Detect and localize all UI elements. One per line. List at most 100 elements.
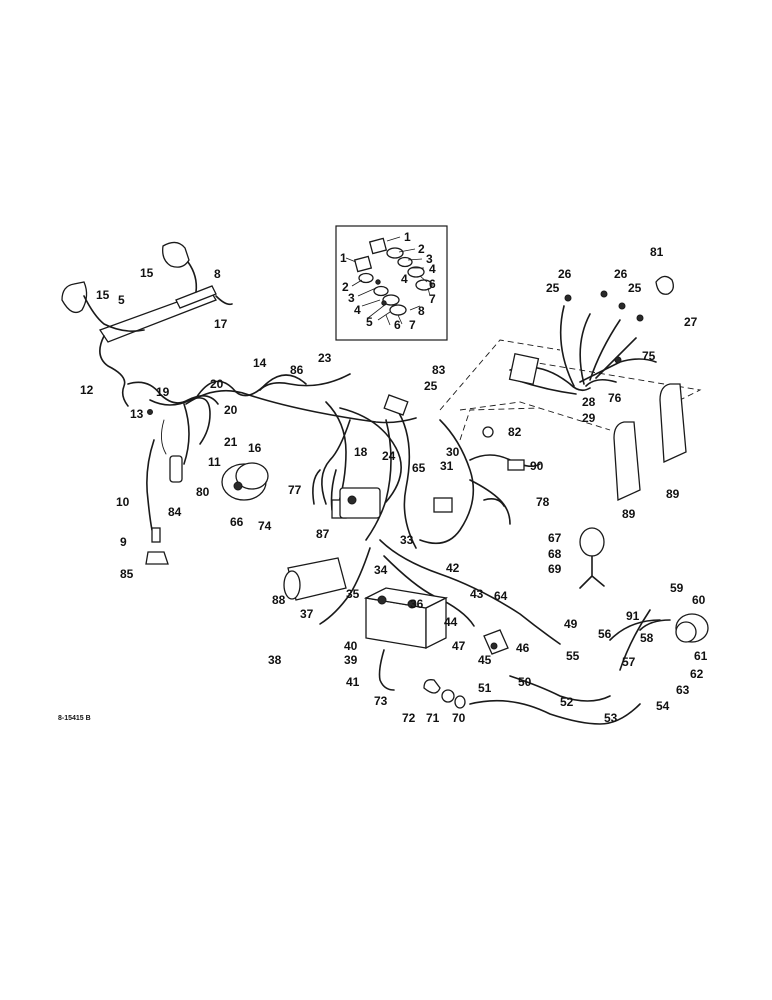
battery: [363, 587, 449, 650]
inset-callout-1b: 1: [340, 251, 347, 265]
callout-47: 47: [452, 639, 466, 653]
inset-callout-3b: 3: [348, 291, 355, 305]
callout-24: 24: [382, 449, 396, 463]
callout-87: 87: [316, 527, 330, 541]
callout-40: 40: [344, 639, 358, 653]
callout-55: 55: [566, 649, 580, 663]
callout-10: 10: [116, 495, 130, 509]
dashed-reference-lines: [439, 339, 702, 441]
rear-wiring: [469, 609, 671, 725]
callout-37: 37: [300, 607, 314, 621]
callout-54: 54: [656, 699, 670, 713]
tail-lamp: [675, 613, 709, 643]
callout-35: 35: [346, 587, 360, 601]
callout-9: 9: [120, 535, 127, 549]
inset-callout-6b: 6: [394, 318, 401, 332]
callout-36: 36: [410, 597, 424, 611]
inset-callout-4b: 4: [401, 272, 408, 286]
voltage-regulator: [339, 487, 381, 519]
flood-lamp: [579, 527, 605, 589]
callout-52: 52: [560, 695, 574, 709]
reference-code: 8-15415 B: [58, 715, 91, 722]
callout-18: 18: [354, 445, 368, 459]
callout-91: 91: [626, 609, 640, 623]
callout-26b: 26: [614, 267, 628, 281]
callout-73: 73: [374, 694, 388, 708]
callout-56: 56: [598, 627, 612, 641]
callout-25b: 25: [546, 281, 560, 295]
callout-53: 53: [604, 711, 618, 725]
callout-38: 38: [268, 653, 282, 667]
callout-89a: 89: [622, 507, 636, 521]
callout-58: 58: [640, 631, 654, 645]
inset-callout-4a: 4: [429, 262, 436, 276]
callout-30: 30: [446, 445, 460, 459]
callout-44: 44: [444, 615, 458, 629]
callout-11: 11: [208, 455, 221, 469]
callout-67: 67: [548, 531, 562, 545]
callout-74: 74: [258, 519, 272, 533]
callout-71: 71: [426, 711, 440, 725]
callout-45: 45: [478, 653, 492, 667]
inset-callout-2b: 2: [342, 280, 349, 294]
battery-cable: [378, 649, 395, 691]
callout-68: 68: [548, 547, 562, 561]
starter-motor: [283, 557, 347, 601]
callout-50: 50: [518, 675, 532, 689]
callout-41: 41: [346, 675, 360, 689]
callout-77: 77: [288, 483, 302, 497]
callout-46: 46: [516, 641, 530, 655]
callout-85: 85: [120, 567, 134, 581]
inset-callout-2a: 2: [418, 242, 425, 256]
headlamp-assembly: [61, 241, 233, 407]
callout-59: 59: [670, 581, 684, 595]
inset-callout-8: 8: [418, 304, 425, 318]
callout-39: 39: [344, 653, 358, 667]
callout-33: 33: [400, 533, 414, 547]
callout-61: 61: [694, 649, 708, 663]
callout-76: 76: [608, 391, 622, 405]
callout-20a: 20: [210, 377, 224, 391]
callout-90: 90: [530, 459, 544, 473]
callout-31: 31: [440, 459, 454, 473]
callout-78: 78: [536, 495, 550, 509]
callout-17: 17: [214, 317, 228, 331]
callout-5: 5: [118, 293, 125, 307]
callout-72: 72: [402, 711, 416, 725]
callout-64: 64: [494, 589, 508, 603]
callout-86: 86: [290, 363, 304, 377]
inset-callout-6a: 6: [429, 277, 436, 291]
callout-26a: 26: [558, 267, 572, 281]
callout-83: 83: [432, 363, 446, 377]
lamp-bulbs: [423, 679, 466, 709]
callout-29: 29: [582, 411, 596, 425]
callout-57: 57: [622, 655, 636, 669]
light-switch: [483, 629, 509, 655]
callout-66: 66: [230, 515, 244, 529]
callout-8: 8: [214, 267, 221, 281]
inset-callout-7b: 7: [409, 318, 416, 332]
callout-65: 65: [412, 461, 426, 475]
inset-callout-4c: 4: [354, 303, 361, 317]
generator: [221, 462, 269, 501]
left-switch-group: [145, 397, 211, 565]
callout-23: 23: [318, 351, 332, 365]
callout-15b: 15: [96, 288, 110, 302]
callout-19: 19: [156, 385, 170, 399]
callout-75: 75: [642, 349, 656, 363]
callout-69: 69: [548, 562, 562, 576]
callout-28: 28: [582, 395, 596, 409]
callout-15a: 15: [140, 266, 154, 280]
callout-82: 82: [508, 425, 522, 439]
inset-callout-3a: 3: [426, 252, 433, 266]
callout-84: 84: [168, 505, 182, 519]
callout-88: 88: [272, 593, 286, 607]
callout-49: 49: [564, 617, 578, 631]
callout-43: 43: [470, 587, 484, 601]
inset-callout-1a: 1: [404, 230, 411, 244]
callout-20b: 20: [224, 403, 238, 417]
callout-21: 21: [224, 435, 238, 449]
inset-connector-detail: 1 2 3 4 4 6 7 1 2 3 4 5 6 7 8: [335, 225, 448, 341]
inset-callout-5: 5: [366, 315, 373, 329]
callout-62: 62: [690, 667, 704, 681]
